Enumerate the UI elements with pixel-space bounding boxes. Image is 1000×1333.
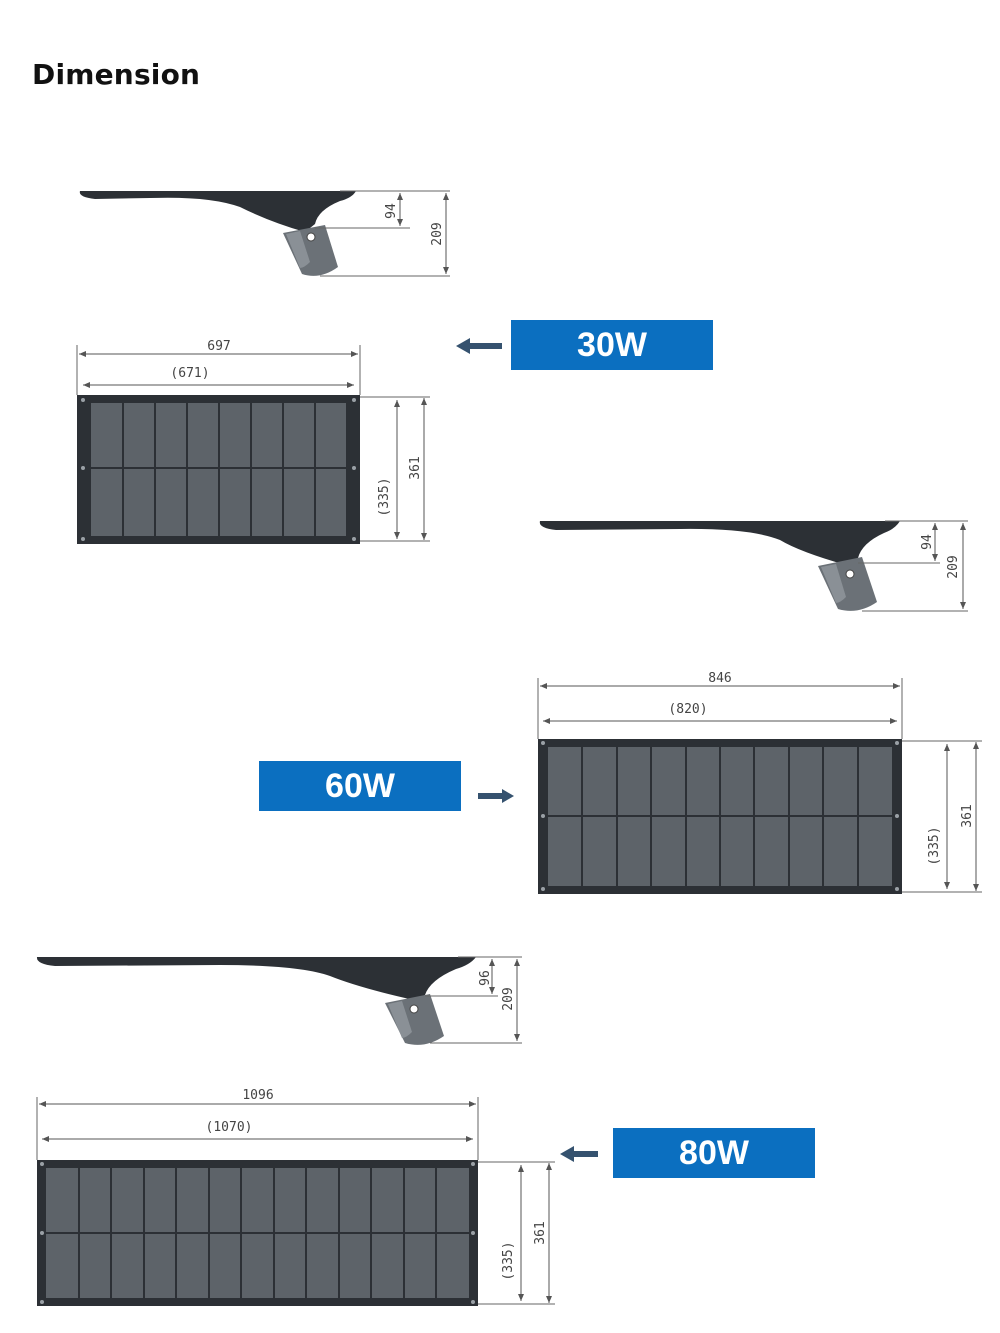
- arrow-30w: [456, 338, 502, 354]
- top-view-60w: [538, 739, 902, 894]
- dim-width-inner-30w: (671): [170, 366, 209, 381]
- dim-height-upper-80w: 96: [478, 970, 493, 986]
- badge-60w: 60W: [259, 761, 461, 811]
- dim-height-total-30w: 209: [430, 222, 445, 245]
- dim-depth-inner-80w: (335): [501, 1241, 516, 1280]
- dim-depth-total-60w: 361: [960, 804, 975, 827]
- dim-width-inner-80w: (1070): [206, 1120, 253, 1135]
- side-dims-30w: 94 209: [315, 190, 450, 277]
- top-view-30w: [77, 395, 360, 544]
- side-dims-60w: 94 209: [858, 520, 968, 612]
- dim-height-total-60w: 209: [946, 555, 961, 578]
- top-dims-30w: 697 (671) (335) 361: [76, 339, 430, 542]
- dim-height-upper-30w: 94: [384, 203, 399, 219]
- top-dims-80w: 1096 (1070) (335) 361: [36, 1088, 555, 1305]
- dim-depth-inner-60w: (335): [927, 826, 942, 865]
- side-dims-80w: 96 209: [425, 956, 522, 1044]
- side-view-30w: [79, 191, 356, 276]
- dim-width-inner-60w: (820): [668, 702, 707, 717]
- dim-width-total-60w: 846: [708, 671, 731, 686]
- dim-depth-total-80w: 361: [533, 1221, 548, 1244]
- page-title: Dimension: [32, 58, 201, 91]
- dim-height-total-80w: 209: [501, 987, 516, 1010]
- arrow-60w: [478, 789, 514, 803]
- side-view-80w: [36, 957, 476, 1045]
- top-dims-60w: 846 (820) (335) 361: [537, 671, 982, 893]
- dim-width-total-80w: 1096: [242, 1088, 273, 1103]
- top-view-80w: [37, 1160, 478, 1306]
- dim-width-total-30w: 697: [207, 339, 230, 354]
- side-view-60w: [539, 521, 900, 611]
- badge-80w: 80W: [613, 1128, 815, 1178]
- badge-30w: 30W: [511, 320, 713, 370]
- dim-height-upper-60w: 94: [920, 534, 935, 550]
- dim-depth-total-30w: 361: [408, 456, 423, 479]
- dim-depth-inner-30w: (335): [377, 477, 392, 516]
- arrow-80w: [560, 1146, 598, 1162]
